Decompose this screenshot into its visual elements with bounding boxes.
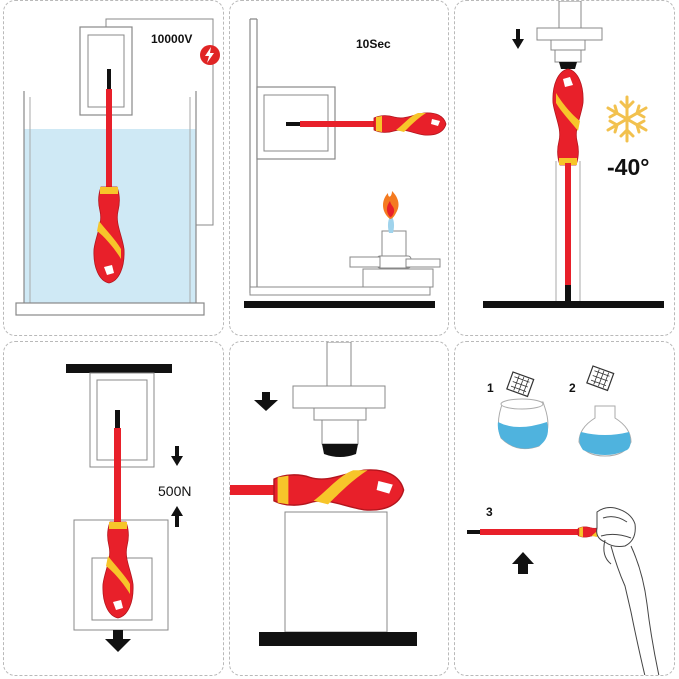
water-immersion-test-panel: 10000V	[3, 0, 224, 336]
step-1-label: 1	[487, 381, 494, 395]
sponge-icon	[506, 371, 535, 398]
flame-icon	[383, 191, 399, 219]
flame-test-panel: 10Sec	[229, 0, 449, 336]
arrow-up-icon	[512, 552, 534, 574]
cold-test-illustration	[483, 1, 664, 308]
hand-icon	[596, 507, 660, 675]
beaker-icon	[497, 398, 549, 450]
step-3-label: 3	[486, 505, 493, 519]
tension-test-illustration	[66, 364, 183, 652]
cleaning-illustration	[467, 365, 660, 675]
impact-test-illustration	[230, 342, 417, 646]
arrow-down-icon	[512, 29, 524, 49]
duration-label: 10Sec	[356, 37, 391, 51]
tension-test-panel: 500N	[3, 341, 224, 676]
cleaning-steps-panel: 1 2 3	[454, 341, 675, 676]
lightning-icon	[200, 45, 220, 65]
water-tank-illustration	[15, 18, 214, 316]
voltage-label: 10000V	[151, 32, 193, 46]
sponge-icon	[586, 365, 615, 392]
flask-icon	[578, 405, 632, 457]
arrow-down-icon	[105, 630, 131, 652]
snowflake-icon	[606, 95, 648, 143]
arrow-down-icon	[171, 446, 183, 466]
step-2-label: 2	[569, 381, 576, 395]
arrow-up-icon	[171, 506, 183, 527]
temperature-label: -40°	[607, 154, 650, 180]
force-label: 500N	[158, 483, 192, 499]
impact-test-panel	[229, 341, 449, 676]
cold-test-panel: -40°	[454, 0, 675, 336]
arrow-down-icon	[254, 392, 278, 411]
flame-test-illustration	[244, 18, 447, 308]
